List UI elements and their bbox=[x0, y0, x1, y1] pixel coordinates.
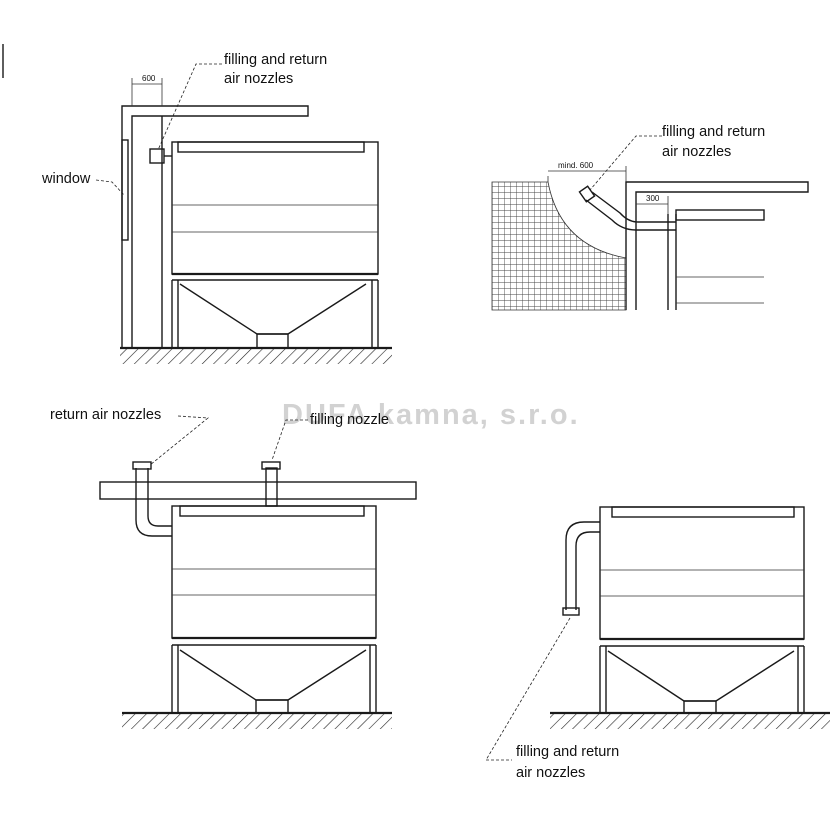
window-leader bbox=[95, 179, 125, 196]
window-label: window bbox=[41, 171, 91, 187]
return-nozzle-flange bbox=[132, 461, 152, 470]
dimension-600: 600 bbox=[142, 74, 156, 83]
hopper-outlet bbox=[683, 700, 717, 714]
side-pipe bbox=[565, 521, 600, 610]
filling-nozzle-label: filling nozzle bbox=[310, 412, 389, 428]
nozzle-label-line1: filling and return bbox=[516, 744, 619, 760]
nozzle-flange bbox=[578, 185, 596, 203]
hopper bbox=[607, 650, 795, 702]
wall-and-ceiling bbox=[625, 181, 809, 310]
filling-nozzle-flange bbox=[261, 461, 281, 470]
figure-bottom-right: filling and return air nozzles bbox=[485, 506, 830, 781]
ground-hatch bbox=[120, 348, 392, 364]
return-air-label: return air nozzles bbox=[50, 407, 161, 423]
nozzle-flange bbox=[562, 607, 580, 616]
nozzle-label-line1: filling and return bbox=[662, 124, 765, 140]
mesh-wall bbox=[492, 182, 626, 310]
hopper bbox=[179, 649, 367, 701]
hopper-outlet bbox=[256, 333, 289, 349]
wall-section bbox=[99, 481, 417, 500]
silo-body bbox=[171, 141, 379, 275]
silo-top-rail bbox=[177, 141, 365, 153]
dimension-300: 300 bbox=[646, 194, 660, 203]
hopper bbox=[179, 283, 367, 335]
silo-body bbox=[599, 506, 805, 640]
silo-top-rail bbox=[179, 505, 365, 517]
figure-bottom-left: return air nozzles filling nozzle bbox=[50, 407, 417, 729]
return-pipe bbox=[135, 468, 172, 537]
nozzle-label-line2: air nozzles bbox=[516, 765, 585, 781]
filling-nozzle-leader bbox=[271, 419, 308, 461]
nozzle-label-line1: filling and return bbox=[224, 52, 327, 68]
hopper-outlet bbox=[255, 699, 289, 714]
nozzle-leader bbox=[485, 617, 571, 761]
nozzle-leader bbox=[157, 63, 222, 151]
watermark: DUFA kamna, s.r.o. bbox=[282, 399, 580, 431]
silo-top-rail bbox=[611, 506, 795, 518]
ground-hatch bbox=[122, 713, 392, 729]
nozzle-leader bbox=[589, 135, 662, 191]
filling-pipe bbox=[265, 467, 278, 507]
return-air-leader bbox=[149, 415, 210, 466]
window bbox=[121, 139, 129, 241]
figure-top-left: 600 filling and return air nozzles windo… bbox=[41, 52, 392, 364]
figure-top-right: mind. 600 300 filling and return air noz… bbox=[491, 124, 809, 311]
nozzle-label-line2: air nozzles bbox=[224, 71, 293, 87]
ground-hatch bbox=[550, 713, 830, 729]
silo-top-rail bbox=[675, 209, 765, 221]
silo-body bbox=[171, 505, 377, 639]
nozzle-label-line2: air nozzles bbox=[662, 144, 731, 160]
dimension-min-600: mind. 600 bbox=[558, 161, 594, 170]
nozzle-pipe bbox=[585, 199, 676, 231]
